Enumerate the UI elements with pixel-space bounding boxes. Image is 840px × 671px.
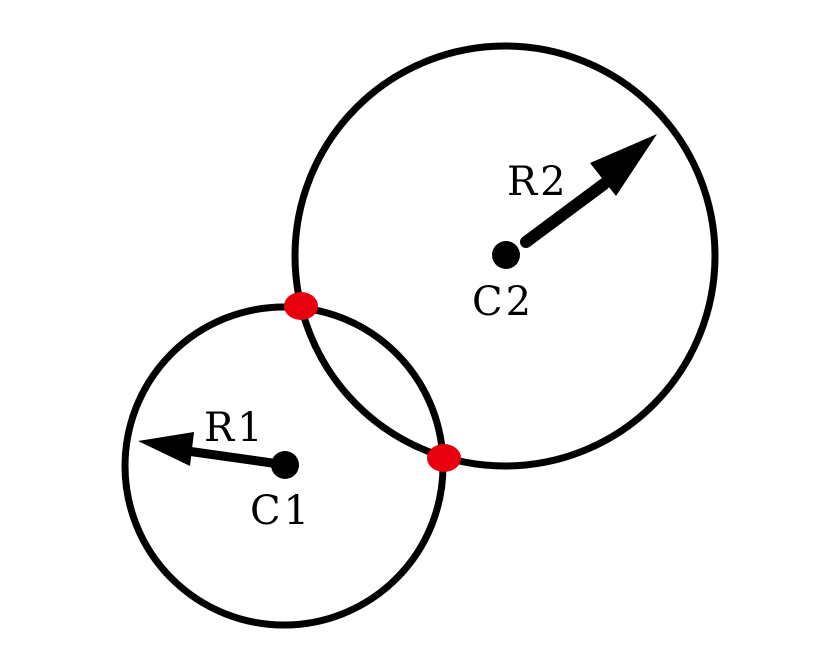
radius-2-arrow-shaft — [520, 178, 610, 248]
center-2-label: C2 — [472, 279, 534, 325]
intersection-point-bottom — [427, 444, 461, 472]
intersection-point-top — [284, 292, 318, 320]
radius-2-arrowhead — [590, 134, 657, 196]
radius-1-arrow-shaft — [175, 445, 277, 468]
intersection-points — [284, 292, 461, 472]
radius-2-label: R2 — [507, 159, 569, 205]
center-1-label: C1 — [250, 488, 312, 534]
circle-2-center-dot — [492, 241, 520, 269]
circle-1-center-dot — [271, 451, 299, 479]
radius-1-label: R1 — [204, 405, 266, 451]
circle-2-group: R2 C2 — [291, 42, 719, 470]
circle-2-outline — [291, 42, 719, 470]
radius-1-arrowhead — [138, 432, 194, 466]
circle-1-group: R1 C1 — [121, 303, 447, 629]
